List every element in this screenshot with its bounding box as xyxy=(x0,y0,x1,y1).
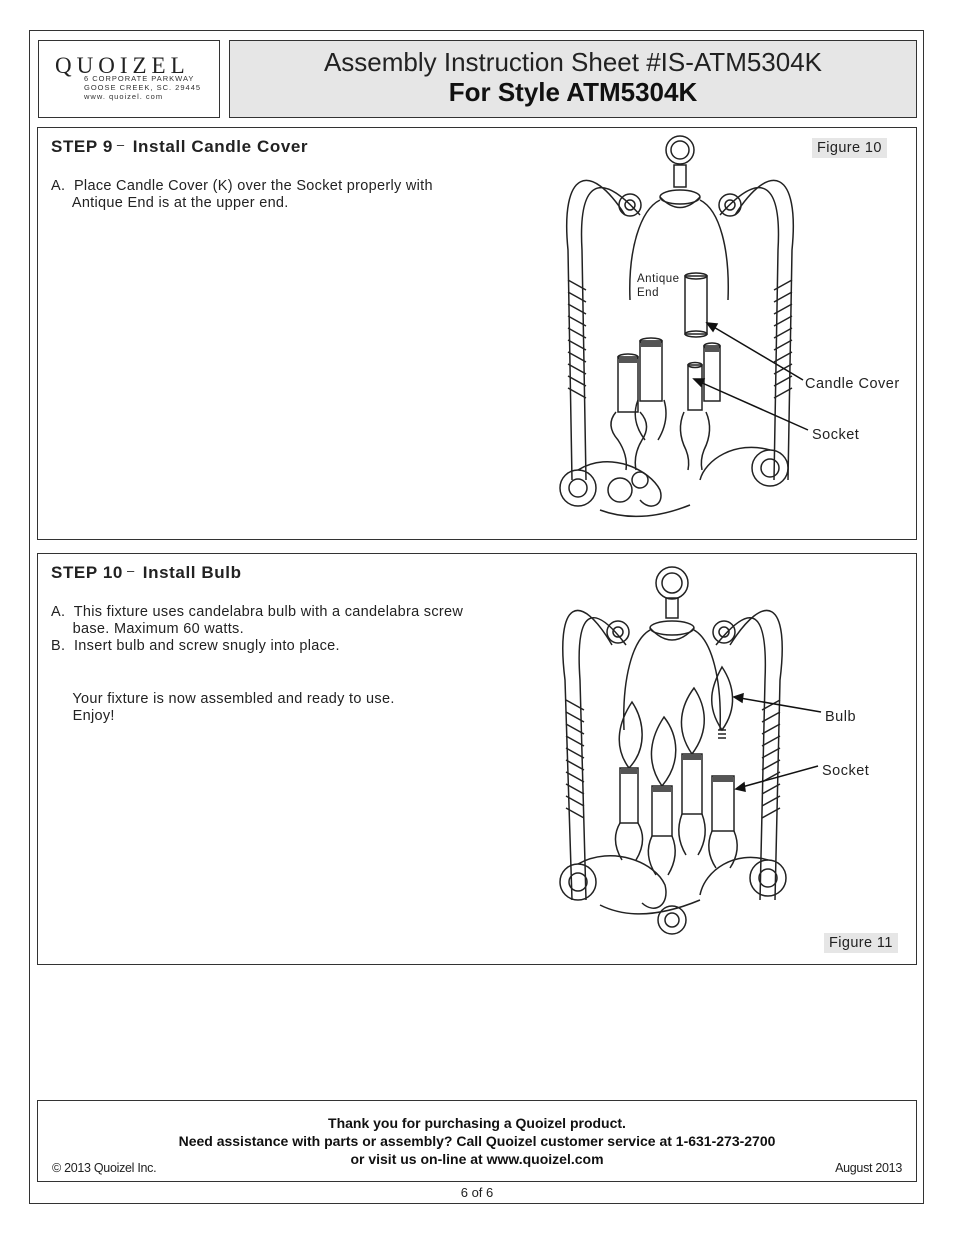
title-block: Assembly Instruction Sheet #IS-ATM5304K … xyxy=(229,40,917,118)
step-10-closing: Your fixture is now assembled and ready … xyxy=(51,691,395,725)
candle-cover-callout: Candle Cover xyxy=(805,376,900,392)
page-border xyxy=(29,30,924,1204)
step-9-label: STEP 9 xyxy=(51,137,113,156)
step-10-heading: STEP 10–Install Bulb xyxy=(51,563,242,583)
logo-name: QUOIZEL xyxy=(55,53,190,78)
closing-line: Your fixture is now assembled and ready … xyxy=(51,691,395,707)
company-logo-block: QUOIZEL 6 CORPORATE PARKWAY GOOSE CREEK,… xyxy=(38,40,220,118)
step-9-dash: – xyxy=(116,137,125,152)
step-9-section: STEP 9–Install Candle Cover A. Place Can… xyxy=(37,127,917,540)
step-10-section: STEP 10–Install Bulb A. This fixture use… xyxy=(37,553,917,965)
closing-line: Enjoy! xyxy=(51,708,115,724)
footer-thanks: Thank you for purchasing a Quoizel produ… xyxy=(328,1115,626,1131)
step-10-label: STEP 10 xyxy=(51,563,123,582)
logo-website: www. quoizel. com xyxy=(84,92,164,101)
footer-assistance: Need assistance with parts or assembly? … xyxy=(178,1133,776,1149)
step-9-title: Install Candle Cover xyxy=(132,137,309,156)
socket-callout-step10: Socket xyxy=(822,763,870,779)
bulb-callout: Bulb xyxy=(825,709,857,725)
style-title: For Style ATM5304K xyxy=(448,77,698,107)
address-line-1: 6 CORPORATE PARKWAY xyxy=(84,74,195,83)
footer-website: or visit us on-line at www.quoizel.com xyxy=(350,1151,604,1167)
instruction-line: base. Maximum 60 watts. xyxy=(51,621,244,637)
page-number: 6 of 6 xyxy=(460,1185,494,1200)
copyright-text: © 2013 Quoizel Inc. xyxy=(52,1161,157,1175)
step-10-instructions: A. This fixture uses candelabra bulb wit… xyxy=(51,604,463,655)
step-10-dash: – xyxy=(126,563,135,578)
address-line-2: GOOSE CREEK, SC. 29445 xyxy=(84,83,202,92)
sheet-title: Assembly Instruction Sheet #IS-ATM5304K xyxy=(323,47,823,77)
socket-callout: Socket xyxy=(812,427,860,443)
footer-box: Thank you for purchasing a Quoizel produ… xyxy=(37,1100,917,1182)
logo-address: 6 CORPORATE PARKWAY GOOSE CREEK, SC. 294… xyxy=(84,74,201,101)
instruction-line: A. Place Candle Cover (K) over the Socke… xyxy=(51,178,433,194)
figure-11-label: Figure 11 xyxy=(824,933,898,953)
step-9-instruction-a: A. Place Candle Cover (K) over the Socke… xyxy=(51,178,433,212)
step-9-heading: STEP 9–Install Candle Cover xyxy=(51,137,308,157)
step-10-title: Install Bulb xyxy=(142,563,242,582)
figure-10-label: Figure 10 xyxy=(812,138,887,158)
callout-line: End xyxy=(637,287,659,299)
footer-date: August 2013 xyxy=(835,1161,902,1175)
callout-line: Antique xyxy=(637,273,680,285)
instruction-line: Antique End is at the upper end. xyxy=(51,195,289,211)
instruction-line: A. This fixture uses candelabra bulb wit… xyxy=(51,604,464,620)
instruction-line: B. Insert bulb and screw snugly into pla… xyxy=(51,638,340,654)
